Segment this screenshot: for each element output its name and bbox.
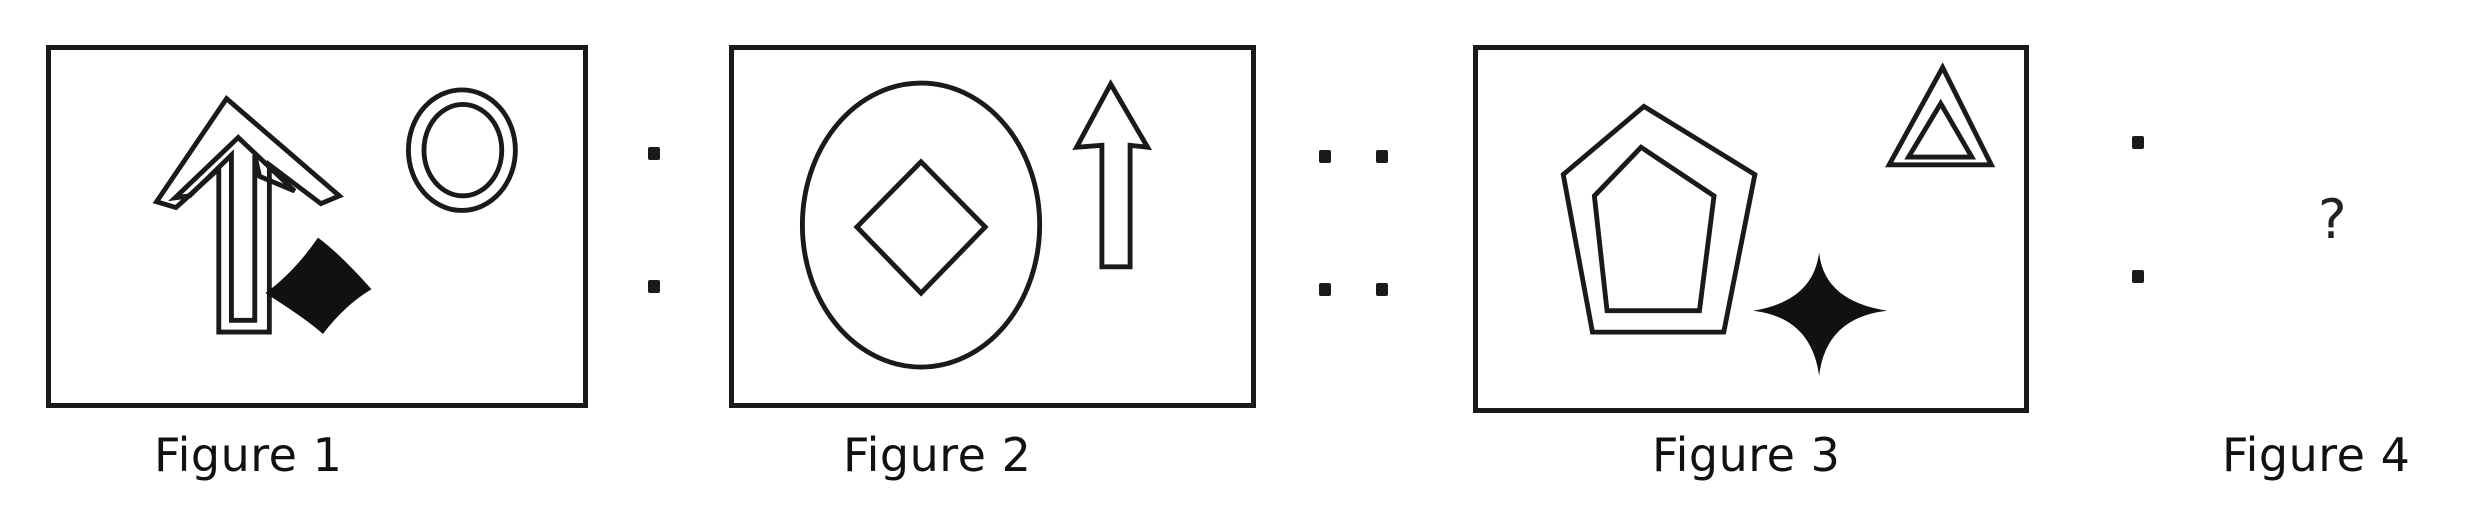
figure-2-drawing	[799, 79, 1153, 370]
proportion-dot	[1376, 150, 1388, 163]
diamond-outline-shape	[853, 158, 989, 297]
separator-dot	[648, 147, 660, 160]
outer-circle-shape	[405, 87, 518, 213]
figure-1-caption: Figure 1	[154, 428, 343, 482]
separator-dot	[2132, 270, 2144, 283]
up-arrow-inner-shape	[167, 134, 297, 323]
pentagon-inner-shape	[1591, 144, 1717, 314]
triangle-outer-shape	[1885, 62, 1996, 168]
proportion-dot	[1376, 283, 1388, 296]
figure-3-panel	[1473, 45, 2029, 413]
inner-circle-shape	[421, 102, 505, 199]
figure-2-caption: Figure 2	[843, 428, 1032, 482]
up-arrow-outer-shape	[152, 95, 344, 335]
triangle-inner-shape	[1904, 98, 1977, 160]
question-mark: ?	[2318, 188, 2347, 251]
separator-dot	[2132, 136, 2144, 149]
figure-1-drawing	[152, 87, 518, 335]
separator-dot	[648, 280, 660, 293]
figure-4-caption: Figure 4	[2222, 428, 2411, 482]
proportion-dot	[1319, 150, 1331, 163]
figure-2-panel	[729, 45, 1256, 408]
figure-3-caption: Figure 3	[1652, 428, 1841, 482]
small-up-arrow-shape	[1072, 79, 1153, 270]
figure-3-drawing	[1560, 62, 1996, 376]
pentagon-outer-shape	[1560, 103, 1758, 335]
large-circle-shape	[799, 80, 1043, 370]
proportion-dot	[1319, 283, 1331, 296]
black-diamond-shape	[265, 237, 372, 334]
figure-1-panel	[46, 45, 588, 408]
black-star-shape	[1752, 252, 1888, 376]
